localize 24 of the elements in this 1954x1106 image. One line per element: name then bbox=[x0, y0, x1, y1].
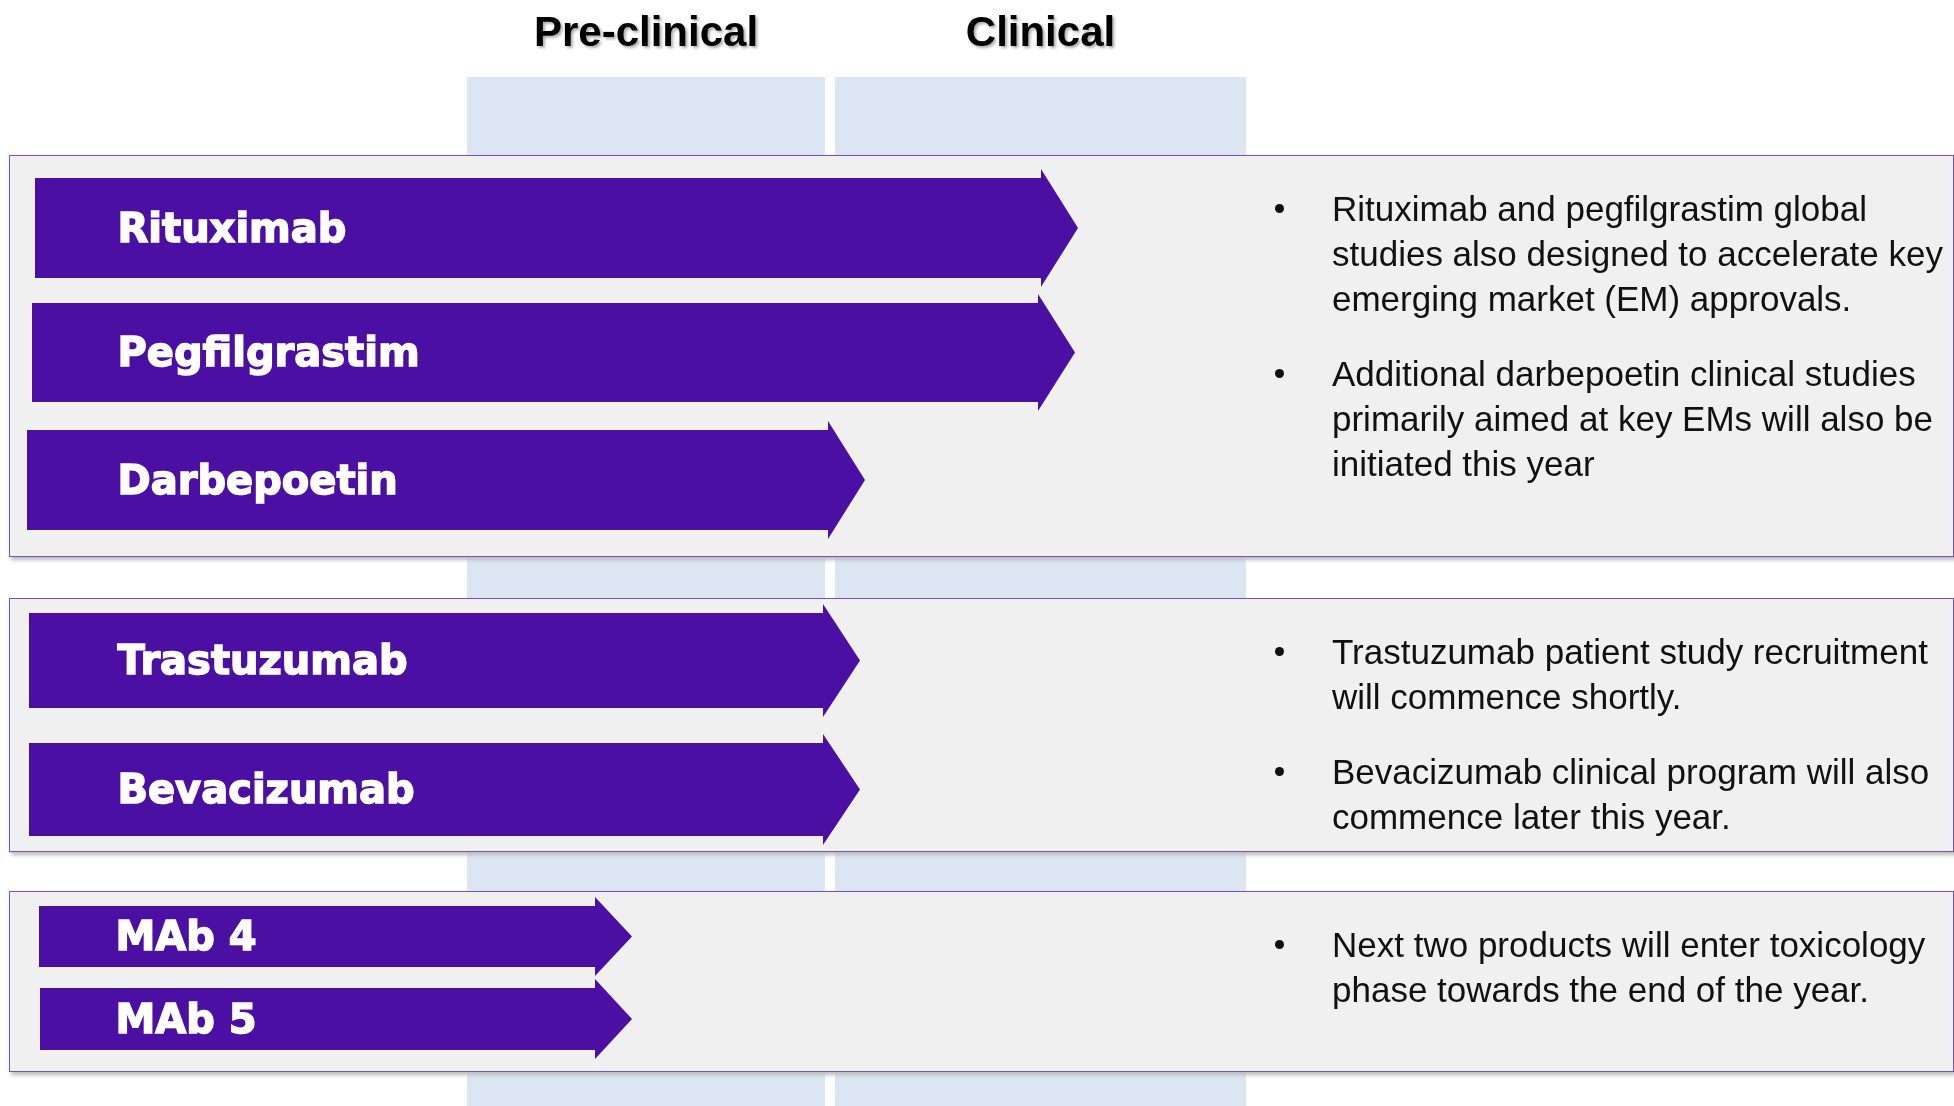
group-panel bbox=[9, 155, 1954, 557]
bullet-text: Next two products will enter toxicology phase towards the end of the year. bbox=[1332, 925, 1926, 1009]
drug-name: Pegfilgrastim bbox=[117, 328, 420, 377]
column-heading: Pre-clinical bbox=[532, 8, 760, 56]
bullet-text: Trastuzumab patient study recruitment will commence shortly. bbox=[1332, 632, 1928, 716]
phase-progress-bar bbox=[31, 293, 1075, 411]
phase-progress-bar bbox=[34, 168, 1078, 287]
phase-progress-bar bbox=[38, 896, 632, 976]
group-panel bbox=[9, 598, 1954, 852]
phase-progress-bar bbox=[28, 603, 860, 717]
drug-name: MAb 5 bbox=[115, 994, 257, 1044]
drug-name: Rituximab bbox=[117, 203, 347, 253]
drug-name: Trastuzumab bbox=[117, 636, 408, 685]
phase-progress-bar bbox=[39, 978, 632, 1059]
phase-progress-bar bbox=[28, 733, 860, 845]
bullet-text: Bevacizumab clinical program will also commence later this year. bbox=[1332, 752, 1930, 836]
drug-name: MAb 4 bbox=[115, 912, 257, 961]
group-panel bbox=[9, 891, 1954, 1072]
drug-name: Bevacizumab bbox=[117, 765, 415, 814]
column-heading: Clinical bbox=[964, 8, 1117, 56]
bullet-text: Rituximab and pegfilgrastim global studies also designed to accelerate key emerging market (EM) approvals. bbox=[1332, 189, 1943, 318]
bullet-text: Additional darbepoetin clinical studies primarily aimed at key EMs will also be initiated this year bbox=[1332, 354, 1933, 483]
phase-progress-bar bbox=[26, 420, 865, 539]
drug-name: Darbepoetin bbox=[117, 455, 398, 505]
